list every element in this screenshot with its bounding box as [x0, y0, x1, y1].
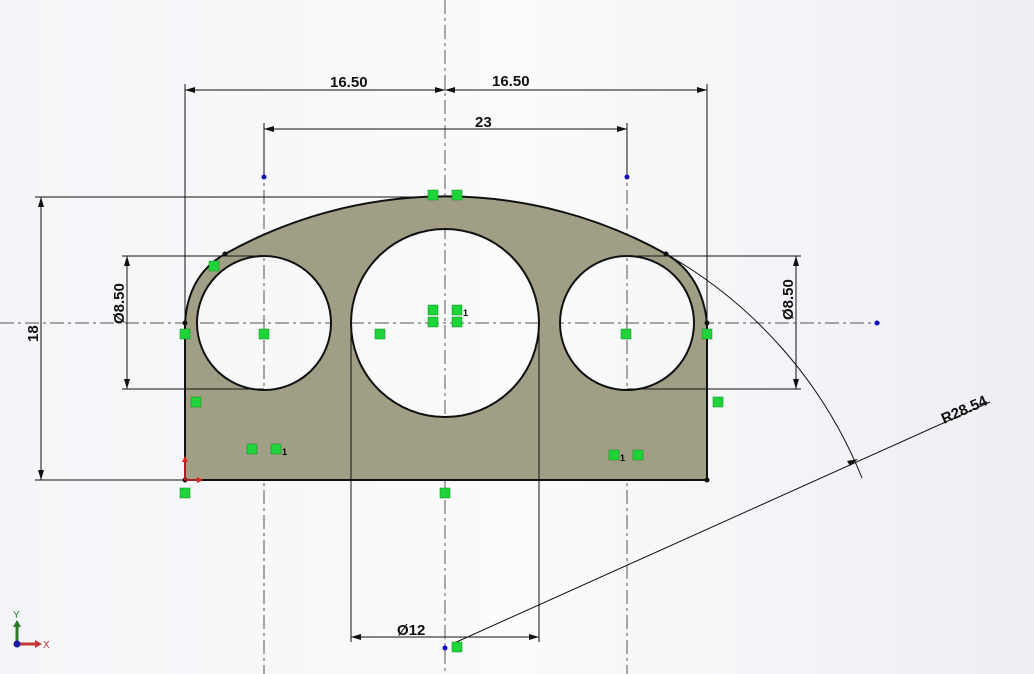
coincident-relation-icon[interactable] — [179, 328, 191, 340]
equal-index: 1 — [620, 453, 625, 463]
midpoint-relation-icon[interactable] — [258, 328, 270, 340]
equal-index: 1 — [463, 308, 468, 318]
dimension-arrows — [38, 87, 858, 640]
triad-x-label: X — [43, 640, 50, 651]
axis-triad-icon: Y X — [13, 610, 50, 651]
dim-right-hole-dia[interactable]: Ø8.50 — [780, 279, 797, 320]
centerlines — [0, 0, 880, 674]
dim-height[interactable]: 18 — [25, 325, 42, 342]
arc-center-point[interactable] — [442, 645, 448, 651]
vertical-relation-icon[interactable] — [190, 396, 202, 408]
midpoint-relation-icon[interactable] — [620, 328, 632, 340]
dim-left-hole-dia[interactable]: Ø8.50 — [111, 283, 128, 324]
vertical-relation-icon[interactable] — [246, 443, 258, 455]
dim-left-half-width[interactable]: 16.50 — [330, 74, 368, 91]
equal-index: 1 — [282, 447, 287, 457]
relation-icons — [179, 189, 724, 653]
dimension-lines — [35, 84, 991, 645]
equal-relation-icon[interactable] — [451, 304, 463, 316]
sketch-origin-icon — [182, 456, 203, 483]
horizontal-relation-icon[interactable] — [374, 328, 386, 340]
dim-top-arc-radius[interactable]: R28.54 — [939, 392, 991, 427]
equal-relation-icon[interactable] — [608, 449, 620, 461]
coincident-relation-icon[interactable] — [451, 641, 463, 653]
point[interactable] — [624, 174, 630, 180]
point[interactable] — [261, 174, 267, 180]
vertical-relation-icon[interactable] — [632, 449, 644, 461]
coincident-relation-icon[interactable] — [701, 328, 713, 340]
sketch-points — [261, 174, 880, 651]
fixed-relation-icon[interactable] — [179, 487, 191, 499]
horizontal-relation-icon[interactable] — [439, 487, 451, 499]
coincident-relation-icon[interactable] — [427, 189, 439, 201]
dim-right-half-width[interactable]: 16.50 — [492, 73, 530, 90]
tangent-relation-icon[interactable] — [208, 260, 220, 272]
triad-y-label: Y — [13, 610, 20, 621]
equal-relation-icon[interactable] — [270, 443, 282, 455]
midpoint-relation-icon[interactable] — [451, 316, 463, 328]
dim-hole-spacing[interactable]: 23 — [475, 114, 492, 131]
dim-center-hole-dia[interactable]: Ø12 — [397, 622, 425, 639]
vertical-relation-icon[interactable] — [427, 304, 439, 316]
coincident-relation-icon[interactable] — [451, 189, 463, 201]
coincident-relation-icon[interactable] — [427, 316, 439, 328]
point[interactable] — [874, 320, 880, 326]
vertical-relation-icon[interactable] — [712, 396, 724, 408]
